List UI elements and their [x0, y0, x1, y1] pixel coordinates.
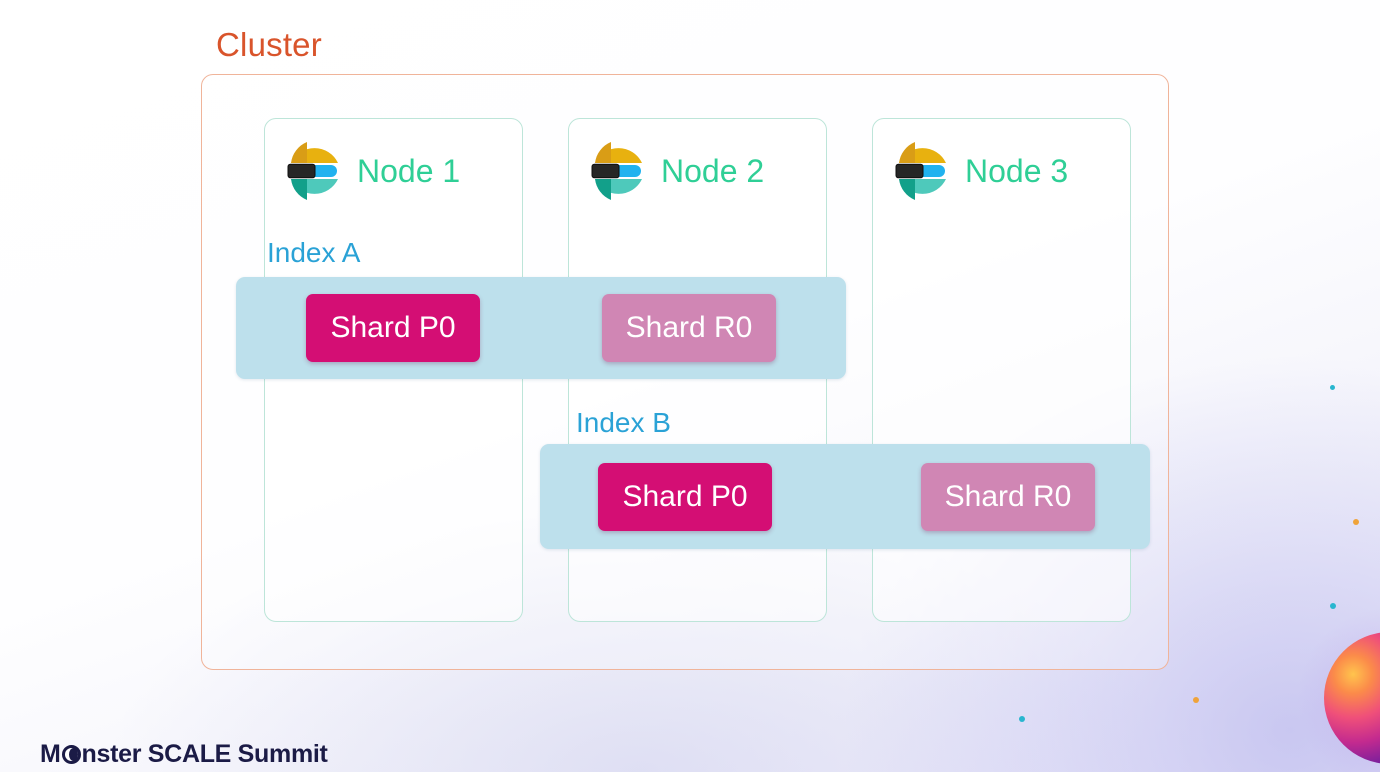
monster-scale-summit-logo: M nster SCALE Summit — [40, 740, 328, 768]
elasticsearch-logo-icon — [287, 142, 338, 200]
index-b-label: Index B — [576, 407, 671, 438]
dot-cyan-lower-icon — [1330, 603, 1336, 609]
index-a-label: Index A — [267, 237, 361, 268]
elasticsearch-logo-icon — [591, 142, 642, 200]
index-b-shard-replica: Shard R0 — [921, 462, 1095, 531]
index-a-shard-primary: Shard P0 — [306, 294, 480, 362]
index-b-shard-primary: Shard P0 — [598, 462, 772, 531]
cluster-title: Cluster — [216, 26, 322, 63]
node-2-label: Node 2 — [661, 153, 765, 189]
elasticsearch-logo-icon — [895, 142, 946, 200]
dot-cyan-upper-icon — [1330, 385, 1335, 390]
brand-prefix: M — [40, 740, 61, 768]
moon-icon — [61, 745, 81, 764]
index-a-band: Shard P0 Shard R0 — [236, 277, 846, 379]
dot-orange-lower-icon — [1193, 697, 1199, 703]
dot-orange-mid-icon — [1353, 519, 1359, 525]
node-3-header: Node 3 — [891, 139, 1068, 203]
index-b-band: Shard P0 Shard R0 — [540, 444, 1150, 549]
dot-cyan-bottom-icon — [1019, 716, 1025, 722]
node-3-label: Node 3 — [965, 153, 1069, 189]
node-1-header: Node 1 — [283, 139, 460, 203]
index-a-shard-replica: Shard R0 — [602, 294, 776, 362]
node-2-header: Node 2 — [587, 139, 764, 203]
node-1-label: Node 1 — [357, 153, 461, 189]
brand-suffix: nster SCALE Summit — [81, 740, 328, 768]
